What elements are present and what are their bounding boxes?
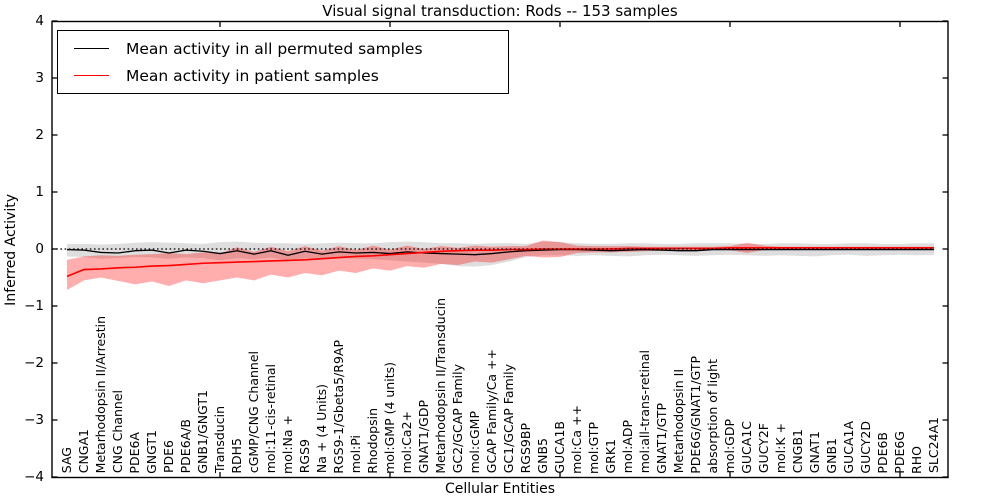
y-tick-label: −2 — [24, 355, 44, 371]
x-category-label: RGS9BP — [518, 423, 533, 474]
x-category-label: mol:cGMP — [467, 411, 482, 474]
y-tick-label: −1 — [24, 298, 44, 314]
x-category-label: CNGB1 — [790, 429, 805, 474]
x-category-label: Metarhodopsin II/Transducin — [433, 297, 448, 474]
x-category-label: mol:ADP — [620, 420, 635, 474]
x-category-label: CNG Channel — [110, 390, 125, 474]
patient-line-swatch — [74, 75, 109, 76]
x-category-label: GC2/GCAP Family — [450, 364, 465, 474]
patient-mean-line — [66, 247, 934, 278]
x-category-label: mol:GDP — [722, 419, 737, 474]
y-tick-label: −3 — [24, 412, 44, 428]
legend-entry-permuted: Mean activity in all permuted samples — [74, 36, 508, 62]
x-category-label: GRK1 — [603, 438, 618, 474]
x-category-label: GCAP Family/Ca ++ — [484, 349, 499, 474]
x-category-label: mol:Ca ++ — [569, 404, 584, 474]
x-axis-label: Cellular Entities — [444, 481, 556, 497]
y-tick-label: 2 — [35, 127, 44, 143]
x-category-label: RHO — [909, 445, 924, 474]
x-category-label: GNAT1 — [807, 431, 822, 474]
x-category-label: PDE6B — [875, 431, 890, 474]
x-category-label: mol:GTP — [586, 421, 601, 474]
x-category-label: absorption of light — [705, 359, 720, 474]
x-category-label: mol:Pi — [348, 435, 363, 474]
y-tick-label: 1 — [35, 184, 44, 200]
x-category-label: Metarhodopsin II/Arrestin — [93, 316, 108, 474]
x-category-label: Transducin — [212, 406, 227, 474]
x-category-label: Metarhodopsin II — [671, 369, 686, 474]
legend-label-patient: Mean activity in patient samples — [126, 66, 379, 85]
x-category-label: SAG — [59, 447, 74, 474]
x-category-label: cGMP/CNG Channel — [246, 351, 261, 474]
x-category-label: GUCY2D — [858, 420, 873, 474]
patient-band — [67, 240, 934, 291]
legend-entry-patient: Mean activity in patient samples — [74, 63, 508, 89]
permuted-line-swatch — [74, 48, 109, 49]
x-category-label: RDH5 — [229, 437, 244, 474]
x-category-label: Rhodopsin — [365, 407, 380, 474]
x-category-label: PDE6 — [161, 440, 176, 474]
permuted-mean-line — [66, 248, 934, 256]
x-category-label: GC1/GCAP Family — [501, 364, 516, 474]
x-category-label: mol:all-trans-retinal — [637, 350, 652, 474]
x-category-label: PDE6G/GNAT1/GTP — [688, 355, 703, 474]
x-category-label: GNB1 — [824, 437, 839, 474]
x-category-label: PDE6G — [892, 430, 907, 474]
x-category-label: PDE6A — [127, 431, 142, 474]
x-category-label: GUCA1A — [841, 420, 856, 474]
legend-label-permuted: Mean activity in all permuted samples — [126, 39, 423, 58]
x-category-label: GUCA1B — [552, 420, 567, 474]
x-category-label: GUCA1C — [739, 420, 754, 474]
x-category-label: GNAT1/GTP — [654, 402, 669, 474]
x-category-label: mol:K + — [773, 423, 788, 474]
y-tick-label: 0 — [35, 241, 44, 257]
x-category-label: RGS9-1/Gbeta5/R9AP — [331, 339, 346, 474]
x-category-label: mol:Na + — [280, 414, 295, 474]
x-category-label: Na + (4 Units) — [314, 384, 329, 474]
legend: Mean activity in all permuted samples Me… — [57, 30, 509, 94]
x-category-label: mol:GMP (4 units) — [382, 361, 397, 474]
x-category-label: PDE6A/B — [178, 419, 193, 474]
x-category-label: mol:Ca2+ — [399, 411, 414, 474]
x-category-label: SLC24A1 — [926, 417, 941, 474]
x-category-label: GNB5 — [535, 437, 550, 474]
y-tick-label: 3 — [35, 70, 44, 86]
y-tick-label: −4 — [24, 469, 44, 485]
x-category-label: RGS9 — [297, 439, 312, 474]
y-tick-label: 4 — [35, 13, 44, 29]
x-category-label: CNGA1 — [76, 429, 91, 474]
x-category-label: GUCY2F — [756, 423, 771, 474]
x-category-label: GNAT1/GDP — [416, 400, 431, 474]
x-category-label: GNB1/GNGT1 — [195, 389, 210, 474]
chart-title: Visual signal transduction: Rods -- 153 … — [322, 2, 678, 20]
x-category-label: GNGT1 — [144, 429, 159, 474]
x-category-label: mol:11-cis-retinal — [263, 364, 278, 474]
